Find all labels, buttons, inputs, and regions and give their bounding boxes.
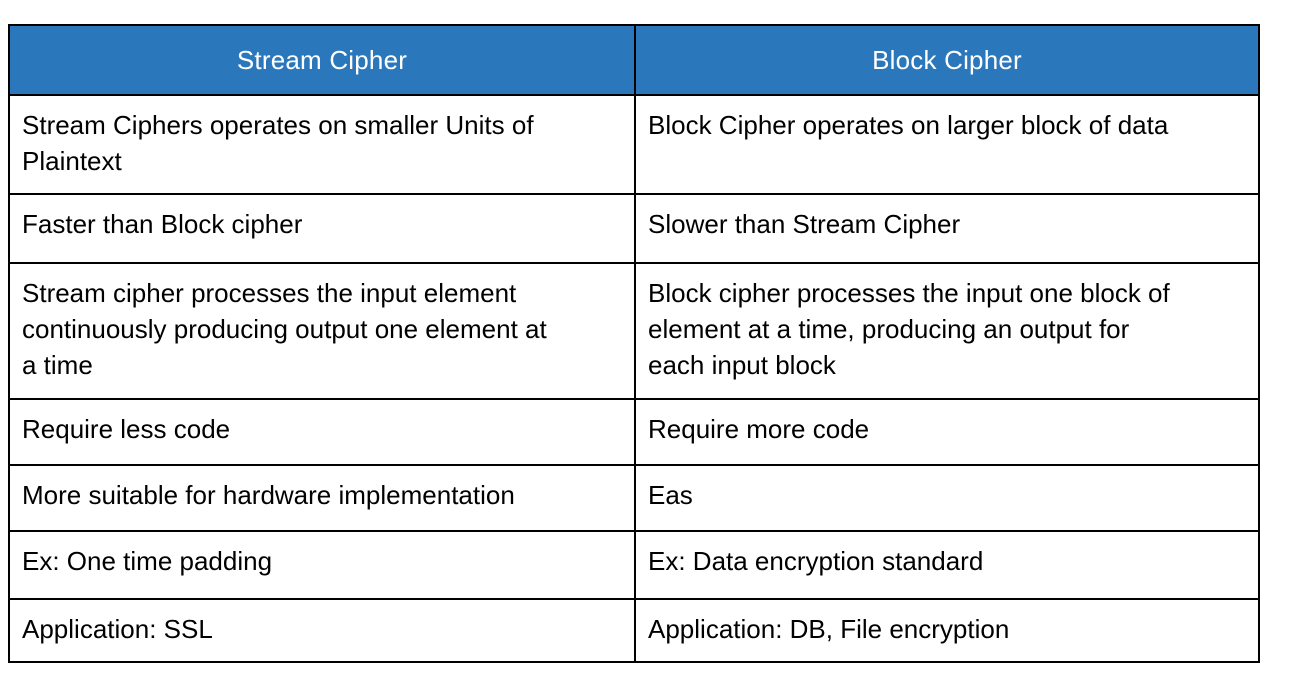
table-row: Stream Ciphers operates on smaller Units…	[8, 94, 1260, 195]
column-header-block-cipher: Block Cipher	[634, 24, 1260, 96]
cipher-comparison-table: Stream Cipher Block Cipher Stream Cipher…	[8, 24, 1260, 663]
cell-block-cipher: Block cipher processes the input one blo…	[634, 262, 1260, 400]
table-row: Faster than Block cipher Slower than Str…	[8, 193, 1260, 264]
cell-stream-cipher: Faster than Block cipher	[8, 193, 636, 264]
cell-block-cipher: Eas	[634, 464, 1260, 532]
cell-block-cipher: Ex: Data encryption standard	[634, 530, 1260, 600]
cell-block-cipher: Block Cipher operates on larger block of…	[634, 94, 1260, 195]
cell-block-cipher: Require more code	[634, 398, 1260, 466]
table-header: Stream Cipher Block Cipher	[8, 24, 1260, 96]
table-row: Ex: One time padding Ex: Data encryption…	[8, 530, 1260, 600]
table-row: Stream cipher processes the input elemen…	[8, 262, 1260, 400]
table-body: Stream Ciphers operates on smaller Units…	[8, 94, 1260, 663]
cell-stream-cipher: Application: SSL	[8, 598, 636, 663]
column-header-stream-cipher: Stream Cipher	[8, 24, 636, 96]
cell-block-cipher: Slower than Stream Cipher	[634, 193, 1260, 264]
cell-stream-cipher: Require less code	[8, 398, 636, 466]
cell-block-cipher: Application: DB, File encryption	[634, 598, 1260, 663]
table-row: Application: SSL Application: DB, File e…	[8, 598, 1260, 663]
cell-stream-cipher: Ex: One time padding	[8, 530, 636, 600]
cell-stream-cipher: More suitable for hardware implementatio…	[8, 464, 636, 532]
cell-stream-cipher: Stream Ciphers operates on smaller Units…	[8, 94, 636, 195]
header-row: Stream Cipher Block Cipher	[8, 24, 1260, 96]
table-row: Require less code Require more code	[8, 398, 1260, 466]
cell-stream-cipher: Stream cipher processes the input elemen…	[8, 262, 636, 400]
table-row: More suitable for hardware implementatio…	[8, 464, 1260, 532]
